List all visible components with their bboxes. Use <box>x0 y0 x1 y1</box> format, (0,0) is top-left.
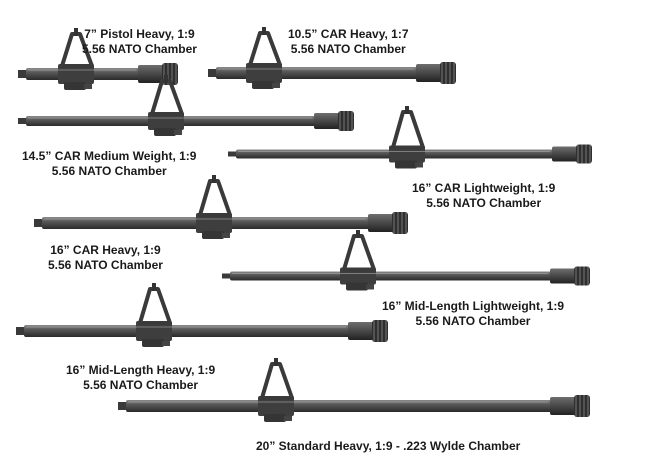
barrel-mid-lightweight <box>222 230 590 291</box>
barrel-mid-heavy <box>16 283 388 347</box>
barrel-pistol-heavy <box>18 28 178 90</box>
barrel-car-heavy-10 <box>208 27 456 89</box>
barrel-car-heavy-16 <box>34 175 408 239</box>
barrel-label-standard-heavy: 20” Standard Heavy, 1:9 - .223 Wylde Cha… <box>256 439 521 453</box>
barrel-car-lightweight <box>228 106 592 169</box>
barrel-standard-heavy <box>118 358 590 422</box>
barrel-car-medium <box>18 75 354 136</box>
